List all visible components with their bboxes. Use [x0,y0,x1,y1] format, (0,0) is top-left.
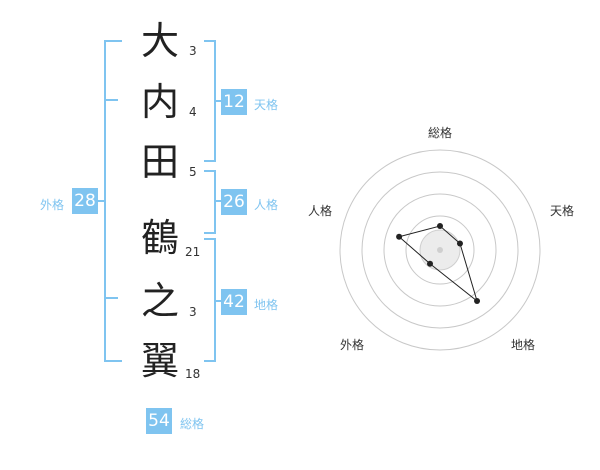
stroke-count-3: 5 [189,165,197,179]
stroke-count-1: 3 [189,44,197,58]
radar-point-5 [396,233,403,240]
radar-point-4 [427,260,434,267]
radar-point-3 [474,297,481,304]
jinkaku-bracket-stub [216,200,222,202]
jinkaku-value-box: 26 [221,189,247,215]
chikaku-label: 地格 [254,298,279,312]
gaikaku-bracket-tick-bottom [104,297,118,299]
radar-point-2 [456,240,463,247]
radar-label-chikaku: 地格 [511,338,536,352]
radar-ring-2 [361,171,519,329]
tenkaku-value-box: 12 [221,89,247,115]
name-char-1: 大 [141,19,180,63]
stroke-count-5: 3 [189,305,197,319]
chikaku-bracket [204,238,216,362]
radar-label-soukaku: 総格 [428,126,453,140]
radar-label-gaikaku: 外格 [340,338,365,352]
soukaku-label: 総格 [180,417,205,431]
radar-ring-3 [383,193,497,307]
gaikaku-bracket-tick-top [104,99,118,101]
jinkaku-label: 人格 [254,198,279,212]
name-char-5: 之 [141,279,180,323]
gaikaku-bracket [104,40,122,362]
stroke-count-2: 4 [189,105,197,119]
jinkaku-bracket [204,170,216,234]
gaikaku-label: 外格 [40,198,65,212]
radar-point-1 [437,223,443,229]
tenkaku-label: 天格 [254,98,279,112]
gaikaku-value-box: 28 [72,188,98,214]
radar-polygon [398,225,478,303]
radar-center-dot [437,247,443,253]
radar-ring-1 [339,149,541,351]
chikaku-value-box: 42 [221,289,247,315]
tenkaku-bracket [204,40,216,162]
gaikaku-bracket-stub [98,200,104,202]
name-char-4: 鶴 [141,216,180,260]
radar-label-tenkaku: 天格 [550,204,575,218]
radar-ring-4 [405,215,475,285]
chikaku-bracket-stub [216,300,222,302]
stroke-count-4: 21 [185,245,201,259]
radar-label-jinkaku: 人格 [308,204,333,218]
name-char-3: 田 [141,140,180,184]
soukaku-value-box: 54 [146,408,172,434]
tenkaku-bracket-stub [216,100,222,102]
name-char-6: 翼 [141,339,180,383]
stroke-count-6: 18 [185,367,201,381]
name-char-2: 内 [141,80,180,124]
